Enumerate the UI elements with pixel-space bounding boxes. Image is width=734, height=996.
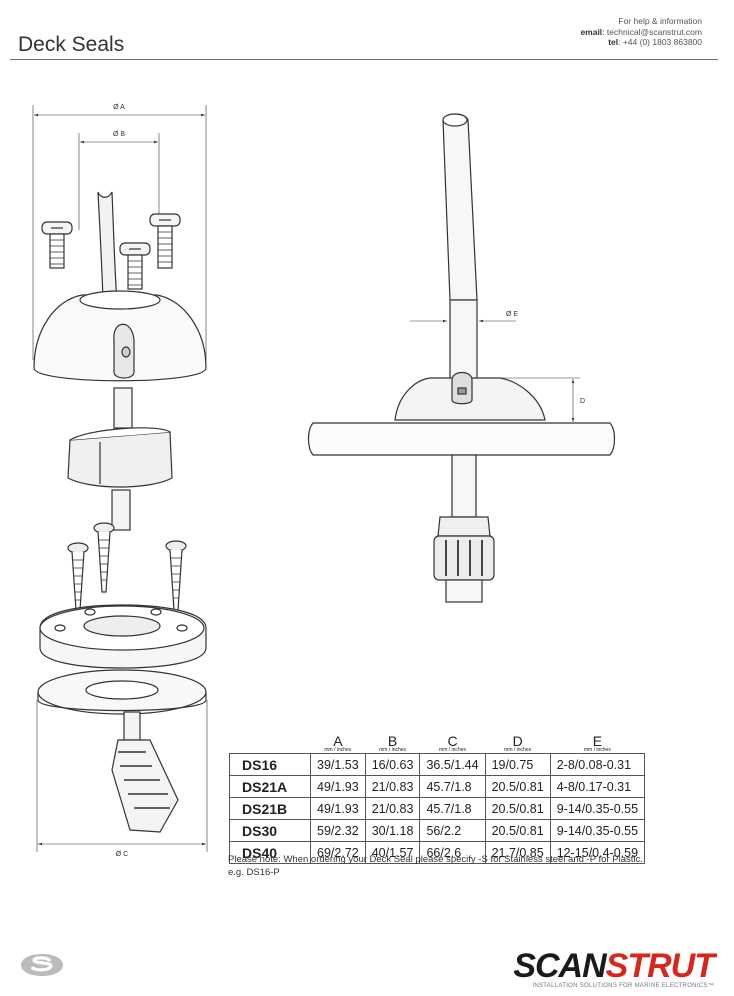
collar bbox=[67, 427, 173, 488]
tel-line: tel: +44 (0) 1803 863800 bbox=[608, 37, 702, 47]
header-divider bbox=[10, 59, 718, 60]
assembled-view bbox=[307, 113, 616, 603]
cell-e: 12-15/0.4-0.59 bbox=[549, 841, 646, 864]
cell-a: 39/1.53 bbox=[310, 753, 366, 776]
cell-c: 45.7/1.8 bbox=[419, 797, 486, 820]
table-row: DS30 59/2.32 30/1.18 56/2.2 20.5/0.81 9-… bbox=[229, 819, 646, 842]
deck-panel bbox=[307, 422, 616, 456]
scanstrut-s-icon bbox=[21, 954, 63, 976]
table-row: DS21A 49/1.93 21/0.83 45.7/1.8 20.5/0.81… bbox=[229, 775, 646, 798]
table-row: DS40 69/2.72 40/1.57 66/2.6 21.7/0.85 12… bbox=[229, 841, 646, 864]
bolt-right bbox=[149, 213, 181, 269]
cell-e: 9-14/0.35-0.55 bbox=[549, 797, 646, 820]
cell-d: 20.5/0.81 bbox=[484, 775, 551, 798]
table-row: DS21B 49/1.93 21/0.83 45.7/1.8 20.5/0.81… bbox=[229, 797, 646, 820]
dome-cap bbox=[33, 290, 207, 382]
cell-e: 9-14/0.35-0.55 bbox=[549, 819, 646, 842]
connector-assembled bbox=[433, 516, 495, 603]
cell-b: 21/0.83 bbox=[364, 775, 421, 798]
label-b: Ø B bbox=[113, 131, 125, 138]
email-line: email: technical@scanstrut.com bbox=[580, 26, 702, 37]
model-name: DS30 bbox=[229, 819, 311, 842]
bolt-left bbox=[41, 221, 73, 269]
cell-b: 40/1.57 bbox=[364, 841, 421, 864]
wood-screws bbox=[67, 522, 187, 611]
cell-d: 20.5/0.81 bbox=[484, 797, 551, 820]
model-name: DS40 bbox=[229, 841, 311, 864]
brand-wordmark: SCANSTRUT bbox=[513, 947, 715, 985]
note-line-2: e.g. DS16-P bbox=[228, 867, 280, 878]
connector bbox=[111, 739, 179, 833]
label-c: Ø C bbox=[116, 851, 128, 858]
cell-c: 56/2.2 bbox=[419, 819, 486, 842]
cell-c: 36.5/1.44 bbox=[419, 753, 486, 776]
cell-a: 49/1.93 bbox=[310, 797, 366, 820]
contact-block: For help & information email: technical@… bbox=[580, 16, 702, 48]
base-plate bbox=[39, 604, 207, 669]
cell-d: 19/0.75 bbox=[484, 753, 551, 776]
cell-b: 30/1.18 bbox=[364, 819, 421, 842]
table-row: DS16 39/1.53 16/0.63 36.5/1.44 19/0.75 2… bbox=[229, 753, 646, 776]
cell-a: 49/1.93 bbox=[310, 775, 366, 798]
ordering-note: Please note: When ordering your Deck Sea… bbox=[228, 853, 643, 879]
exploded-view bbox=[32, 105, 208, 852]
note-line-1: Please note: When ordering your Deck Sea… bbox=[228, 854, 643, 865]
cell-b: 21/0.83 bbox=[364, 797, 421, 820]
model-name: DS21B bbox=[229, 797, 311, 820]
brand-tagline: INSTALLATION SOLUTIONS FOR MARINE ELECTR… bbox=[532, 983, 714, 989]
cable bbox=[97, 189, 118, 301]
label-d: D bbox=[580, 398, 585, 405]
gasket bbox=[37, 669, 207, 715]
cell-e: 4-8/0.17-0.31 bbox=[549, 775, 646, 798]
cable-assembled bbox=[442, 113, 478, 301]
cell-d: 20.5/0.81 bbox=[484, 819, 551, 842]
label-a: Ø A bbox=[113, 104, 125, 111]
bolt-center bbox=[119, 242, 151, 290]
model-name: DS16 bbox=[229, 753, 311, 776]
model-name: DS21A bbox=[229, 775, 311, 798]
cell-a: 59/2.32 bbox=[310, 819, 366, 842]
help-line: For help & information bbox=[618, 16, 702, 26]
label-e: Ø E bbox=[506, 311, 518, 318]
corner-cell bbox=[230, 736, 311, 754]
scanstrut-logo: SCANSTRUT INSTALLATION SOLUTIONS FOR MAR… bbox=[513, 947, 715, 989]
cell-c: 45.7/1.8 bbox=[419, 775, 486, 798]
page-title: Deck Seals bbox=[18, 33, 125, 56]
cell-b: 16/0.63 bbox=[364, 753, 421, 776]
cell-e: 2-8/0.08-0.31 bbox=[549, 753, 646, 776]
